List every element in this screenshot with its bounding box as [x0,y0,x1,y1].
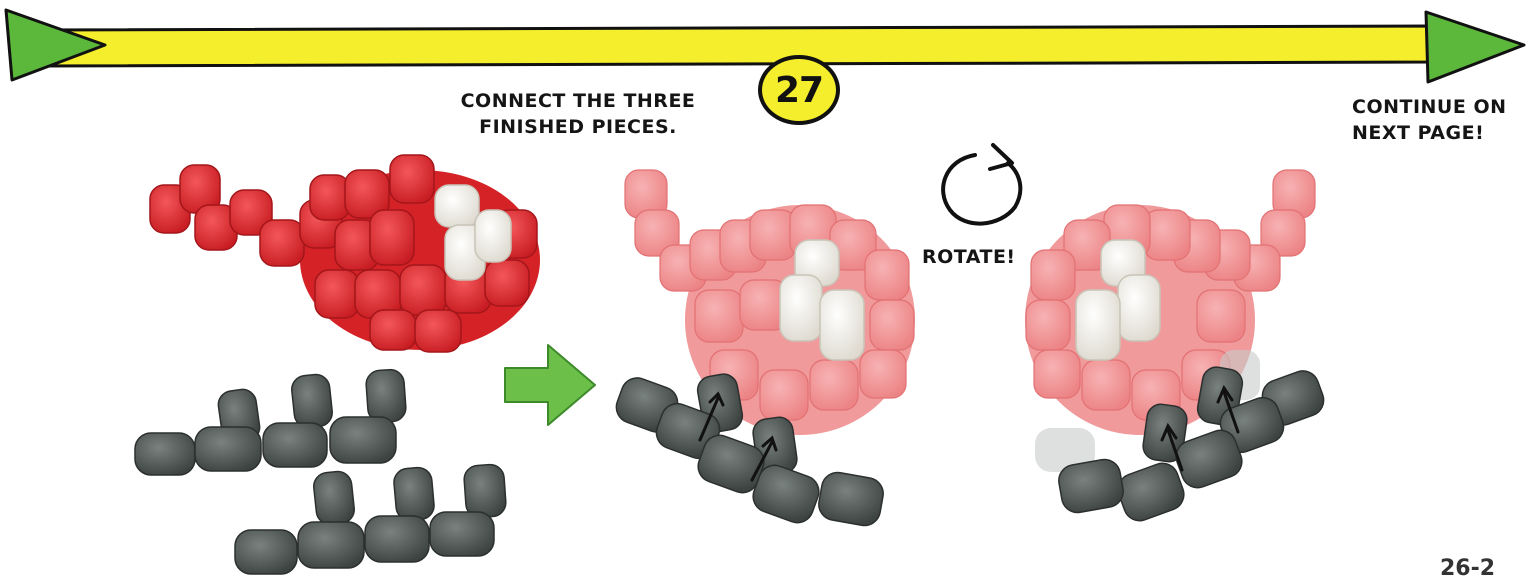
assembled-rotated-view [1020,150,1340,530]
rotate-label: ROTATE! [922,244,1016,270]
page-number: 26-2 [1440,556,1495,581]
step-number-badge: 27 [758,55,840,125]
red-helmet-piece [140,150,550,360]
continue-line-2: NEXT PAGE! [1352,120,1527,146]
timeline-end-arrow [1426,12,1524,82]
continue-line-1: CONTINUE ON [1352,94,1527,120]
step-number: 27 [775,70,823,111]
gray-leg-piece-bottom [230,460,520,576]
next-arrow-icon [500,340,600,430]
instruction-line-1: CONNECT THE THREE [428,88,728,114]
continue-note: CONTINUE ON NEXT PAGE! [1352,94,1527,146]
timeline-start-arrow [6,10,105,80]
step-instruction: CONNECT THE THREE FINISHED PIECES. [428,88,728,140]
assembled-front-view [600,150,920,530]
instruction-line-2: FINISHED PIECES. [428,114,728,140]
